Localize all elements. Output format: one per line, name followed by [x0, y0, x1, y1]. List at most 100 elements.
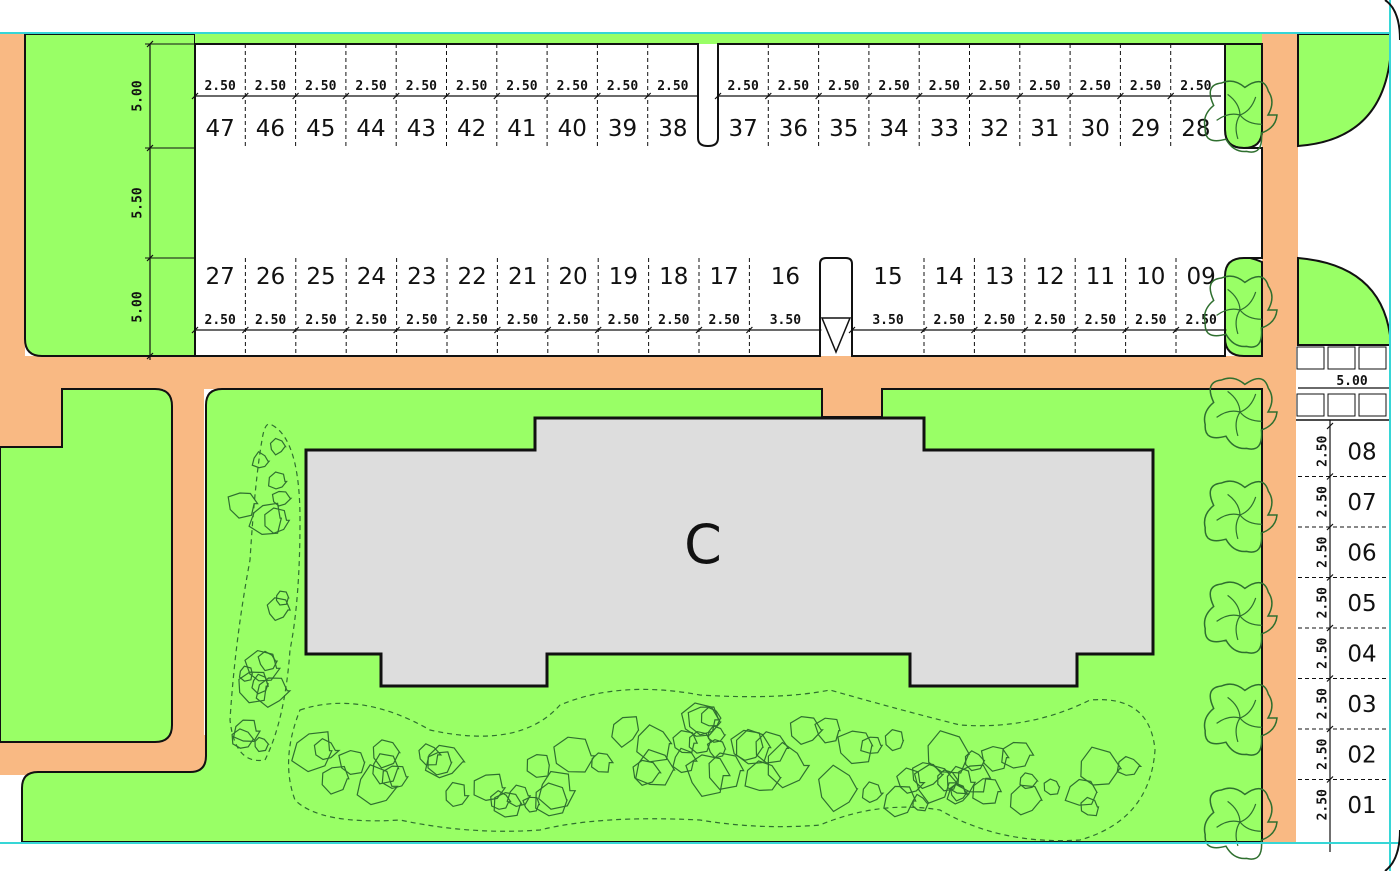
space-number: 22	[458, 264, 487, 290]
lawn-left-block	[0, 389, 62, 447]
space-width-label: 2.50	[1316, 789, 1331, 820]
tree-branch	[1216, 113, 1241, 121]
space-number: 10	[1136, 264, 1165, 290]
tree-branch	[1239, 291, 1257, 311]
space-width-label: 2.50	[557, 79, 588, 94]
dimension-tick	[146, 254, 154, 262]
lawn-far-right-top	[1297, 33, 1391, 148]
space-number: 44	[356, 116, 385, 142]
dimension-tick	[1016, 92, 1024, 100]
shrub	[972, 778, 1003, 805]
space-width-label: 2.50	[934, 313, 965, 328]
paver-cell	[1327, 393, 1356, 417]
tree-branch	[1227, 493, 1241, 516]
space-number: 45	[306, 116, 335, 142]
tree-branch	[1227, 594, 1241, 617]
shrub	[632, 759, 662, 786]
tree-branch	[1239, 411, 1263, 422]
space-width-label: 2.50	[456, 79, 487, 94]
space-width-label: 2.50	[929, 79, 960, 94]
shrub	[338, 749, 366, 776]
vertical-dimension-label: 5.00	[131, 80, 146, 111]
shrub	[356, 764, 399, 806]
shrub	[275, 590, 290, 606]
shrub	[445, 781, 470, 808]
shrub	[1080, 796, 1100, 817]
shrub	[611, 716, 640, 748]
shrub	[707, 725, 727, 743]
space-number: 41	[507, 116, 536, 142]
space-width-label: 3.50	[872, 313, 903, 328]
paver-cell	[1296, 346, 1325, 370]
parking-lot	[194, 43, 1263, 357]
shrub-zone-outline-bottom	[288, 688, 1156, 842]
dimension-tick	[1066, 92, 1074, 100]
dimension-tick	[443, 92, 450, 100]
shrub	[418, 743, 443, 766]
space-number: 43	[407, 116, 436, 142]
lawn-top-strip	[195, 34, 1262, 44]
space-width-label: 2.50	[1316, 486, 1331, 517]
space-number: 25	[306, 264, 335, 290]
path-connector	[820, 356, 886, 419]
shrub	[937, 769, 959, 792]
space-number: 11	[1086, 264, 1115, 290]
space-width-label: 2.50	[356, 313, 387, 328]
space-number: 15	[873, 264, 902, 290]
space-width-label: 2.50	[979, 79, 1010, 94]
tree-branch	[1239, 615, 1263, 626]
shrub	[1043, 778, 1061, 796]
space-number: 39	[608, 116, 637, 142]
shrub	[1116, 755, 1143, 776]
shrub	[1009, 784, 1043, 816]
vertical-dimension-label: 5.00	[131, 291, 146, 322]
space-width-label: 2.50	[1316, 435, 1331, 466]
space-number: 17	[710, 264, 739, 290]
dimension-tick	[1326, 675, 1334, 682]
shrub	[685, 754, 731, 797]
entrance-marker	[820, 317, 852, 354]
tree-branch	[1235, 717, 1241, 743]
shrub	[964, 750, 986, 772]
tree-branch	[1235, 411, 1241, 437]
dimension-tick	[1116, 92, 1124, 100]
space-width-label: 2.50	[1186, 313, 1217, 328]
shrub	[672, 730, 699, 754]
paver-cell	[1327, 346, 1356, 370]
side-header-dimension: 5.00	[1336, 374, 1367, 389]
building-label: C	[684, 513, 722, 576]
space-number: 20	[558, 264, 587, 290]
tree-branch	[1227, 696, 1241, 719]
building-c: C	[304, 416, 1155, 688]
space-width-label: 2.50	[1034, 313, 1065, 328]
space-width-label: 2.50	[1130, 79, 1161, 94]
tree-canopy	[1203, 581, 1278, 654]
shrub	[755, 731, 790, 764]
space-number: 46	[256, 116, 285, 142]
shrub	[980, 745, 1010, 772]
space-width-label: 2.50	[984, 313, 1015, 328]
tree-branch	[1239, 393, 1257, 413]
shrub	[1064, 778, 1098, 806]
top-parking-row: 2.50472.50462.50452.50442.50432.50422.50…	[191, 44, 1221, 146]
bottom-parking-row: 2.50272.50262.50252.50242.50232.50222.50…	[191, 258, 1227, 356]
shrub	[255, 677, 292, 709]
space-width-label: 2.50	[657, 79, 688, 94]
dimension-tick	[593, 92, 601, 100]
dimension-tick	[1326, 725, 1334, 733]
shrub	[767, 741, 811, 789]
space-width-label: 2.50	[709, 313, 740, 328]
space-number: 07	[1347, 490, 1376, 516]
dimension-tick	[544, 326, 552, 334]
shrub-zones	[227, 423, 1156, 842]
space-number: 02	[1347, 742, 1376, 768]
dimension-tick	[815, 92, 823, 100]
vertical-dimensions: 5.005.505.00	[131, 40, 195, 360]
space-width-label: 2.50	[658, 313, 689, 328]
tree-branch	[1216, 614, 1241, 622]
dimension-tick	[1326, 776, 1334, 783]
dimension-tick	[1021, 326, 1029, 334]
dimension-tick	[745, 326, 753, 334]
space-number: 14	[935, 264, 964, 290]
